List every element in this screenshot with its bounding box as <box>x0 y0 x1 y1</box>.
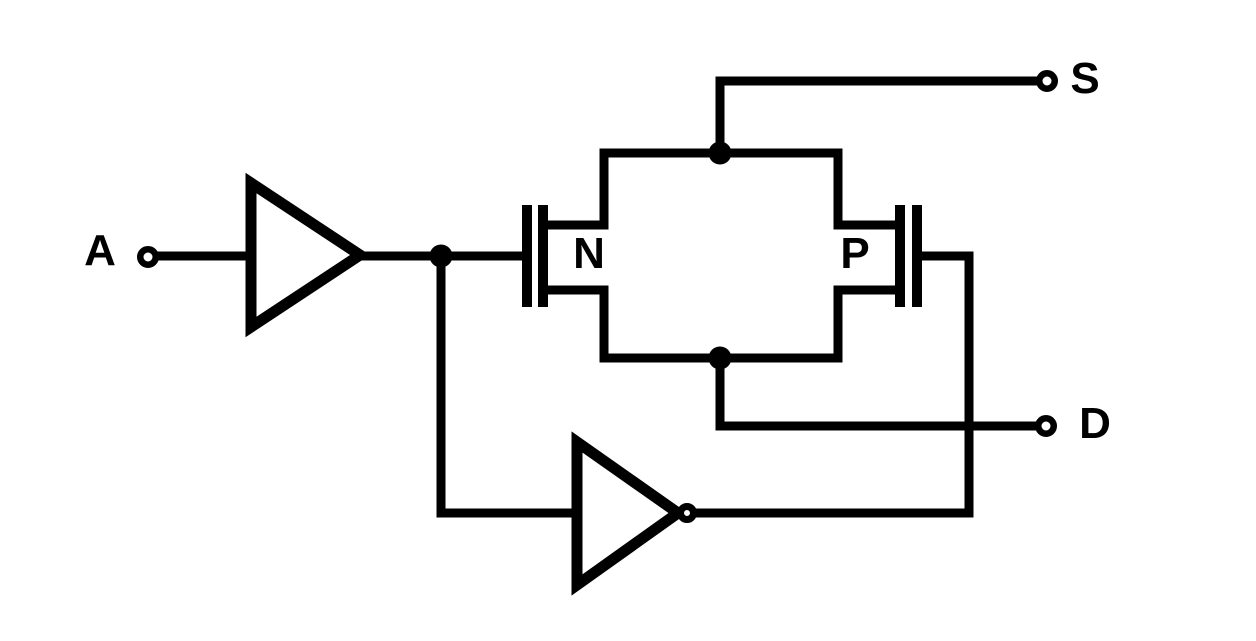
wire-rail-to-d <box>715 358 1037 431</box>
terminal-a-icon <box>137 246 159 268</box>
label-d: D <box>1079 399 1111 448</box>
junction-top-rail-dot <box>708 141 732 165</box>
label-s: S <box>1070 54 1099 103</box>
terminal-s-icon <box>1036 70 1058 92</box>
junction-bottom-rail-dot <box>708 346 732 370</box>
wire-rail-to-s <box>715 76 1038 153</box>
label-p: P <box>840 229 869 278</box>
label-n: N <box>573 229 605 278</box>
junction-buffer-output-dot <box>429 244 453 268</box>
wire-inverter-to-pmos-gate <box>694 251 974 518</box>
control-inverter-gate-triangle-icon <box>571 431 688 596</box>
wire-junction-to-inverter <box>436 256 579 518</box>
terminal-d-icon <box>1035 415 1057 437</box>
label-a: A <box>84 226 116 275</box>
input-buffer-gate-triangle-icon <box>245 172 370 338</box>
control-inverter-gate-bubble-icon <box>677 503 697 523</box>
